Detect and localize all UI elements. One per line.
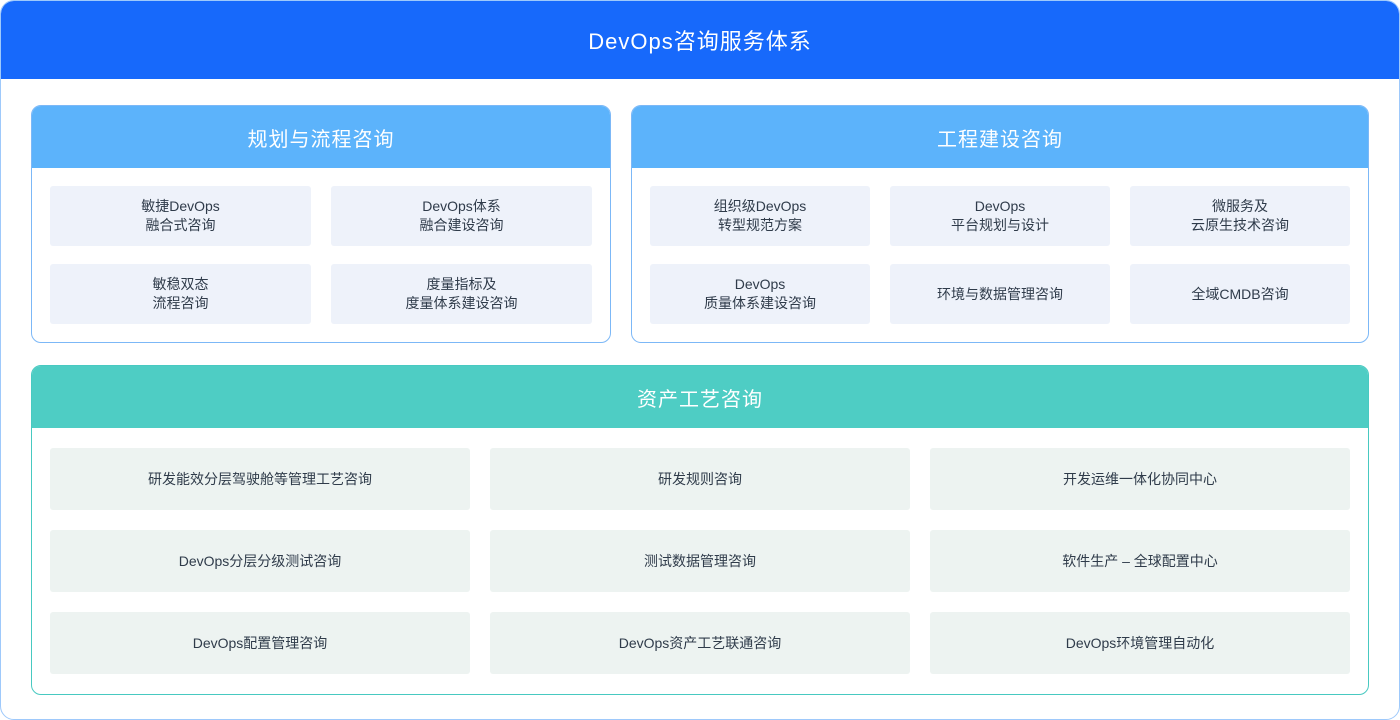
service-tile[interactable]: 研发规则咨询 (490, 448, 910, 510)
service-tile[interactable]: DevOps体系融合建设咨询 (331, 186, 592, 246)
service-tile[interactable]: 开发运维一体化协同中心 (930, 448, 1350, 510)
panel-assets-body: 研发能效分层驾驶舱等管理工艺咨询 研发规则咨询 开发运维一体化协同中心 DevO… (32, 428, 1368, 694)
bottom-panel-row: 资产工艺咨询 研发能效分层驾驶舱等管理工艺咨询 研发规则咨询 开发运维一体化协同… (31, 365, 1369, 695)
tile-line-2: 流程咨询 (152, 295, 209, 311)
service-tile[interactable]: DevOps 质量体系建设咨询 (650, 264, 870, 324)
app-header: DevOps咨询服务体系 (1, 1, 1399, 79)
page-title: DevOps咨询服务体系 (588, 29, 812, 54)
service-tile[interactable]: 敏捷DevOps 融合式咨询 (50, 186, 311, 246)
panel-assets-title: 资产工艺咨询 (637, 388, 763, 411)
tile-line-2: 度量体系建设咨询 (405, 295, 518, 311)
service-tile[interactable]: 微服务及云原生技术咨询 (1130, 186, 1350, 246)
tile-line-1: 开发运维一体化协同中心 (1063, 471, 1217, 487)
tile-line-1: DevOps资产工艺联通咨询 (618, 635, 782, 651)
tile-line-1: DevOps分层分级测试咨询 (178, 553, 342, 569)
tile-line-1: 敏捷DevOps (141, 198, 220, 214)
top-panels-row: 规划与流程咨询 敏捷DevOps 融合式咨询 DevOps体系融合建设咨询 敏稳双… (31, 105, 1369, 343)
panel-engineering-title: 工程建设咨询 (937, 128, 1063, 151)
service-tile[interactable]: DevOps分层分级测试咨询 (50, 530, 470, 592)
tile-line-2: 融合式咨询 (145, 217, 216, 233)
service-tile[interactable]: 测试数据管理咨询 (490, 530, 910, 592)
panel-engineering-header: 工程建设咨询 (632, 106, 1368, 168)
service-tile[interactable]: 组织级DevOps 转型规范方案 (650, 186, 870, 246)
service-tile[interactable]: 软件生产 – 全球配置中心 (930, 530, 1350, 592)
panel-assets: 资产工艺咨询 研发能效分层驾驶舱等管理工艺咨询 研发规则咨询 开发运维一体化协同… (31, 365, 1369, 695)
tile-line-1: 研发规则咨询 (658, 471, 742, 487)
tile-line-1: 测试数据管理咨询 (644, 553, 756, 569)
tile-line-2: 云原生技术咨询 (1191, 217, 1289, 233)
service-tile[interactable]: DevOps资产工艺联通咨询 (490, 612, 910, 674)
tile-line-2: 质量体系建设咨询 (704, 295, 816, 311)
panel-assets-header: 资产工艺咨询 (32, 366, 1368, 428)
panel-planning-title: 规划与流程咨询 (247, 128, 395, 151)
service-tile[interactable]: DevOps配置管理咨询 (50, 612, 470, 674)
service-tile[interactable]: DevOps环境管理自动化 (930, 612, 1350, 674)
panel-engineering-body: 组织级DevOps 转型规范方案 DevOps 平台规划与设计 微服务及云原生技术咨… (632, 168, 1368, 342)
service-tile[interactable]: 全域CMDB咨询 (1130, 264, 1350, 324)
tile-line-2: 平台规划与设计 (951, 217, 1049, 233)
tile-line-1: DevOps (974, 198, 1026, 214)
service-tile[interactable]: 环境与数据管理咨询 (890, 264, 1110, 324)
tile-line-1: 全域CMDB咨询 (1191, 285, 1289, 302)
tile-line-1: DevOps环境管理自动化 (1065, 635, 1215, 651)
tile-line-1: 微服务及 (1212, 198, 1268, 214)
tile-line-1: 敏稳双态 (152, 276, 209, 292)
panel-planning: 规划与流程咨询 敏捷DevOps 融合式咨询 DevOps体系融合建设咨询 敏稳双… (31, 105, 611, 343)
tile-line-2: 转型规范方案 (717, 217, 802, 233)
tile-line-1: DevOps体系 (422, 198, 501, 214)
tile-line-1: 度量指标及 (426, 276, 497, 292)
panel-planning-body: 敏捷DevOps 融合式咨询 DevOps体系融合建设咨询 敏稳双态流程咨询 度量… (32, 168, 610, 342)
tile-line-1: 研发能效分层驾驶舱等管理工艺咨询 (148, 471, 372, 487)
content-area: 规划与流程咨询 敏捷DevOps 融合式咨询 DevOps体系融合建设咨询 敏稳双… (1, 79, 1399, 695)
panel-engineering: 工程建设咨询 组织级DevOps 转型规范方案 DevOps 平台规划与设计 微服务… (631, 105, 1369, 343)
tile-line-1: 组织级DevOps (713, 198, 807, 214)
tile-line-2: 融合建设咨询 (419, 217, 504, 233)
service-tile[interactable]: DevOps 平台规划与设计 (890, 186, 1110, 246)
tile-line-1: DevOps配置管理咨询 (192, 635, 328, 651)
service-tile[interactable]: 敏稳双态流程咨询 (50, 264, 311, 324)
panel-planning-header: 规划与流程咨询 (32, 106, 610, 168)
service-tile[interactable]: 研发能效分层驾驶舱等管理工艺咨询 (50, 448, 470, 510)
tile-line-1: DevOps (734, 276, 786, 292)
tile-line-1: 软件生产 – 全球配置中心 (1062, 553, 1218, 569)
service-tile[interactable]: 度量指标及度量体系建设咨询 (331, 264, 592, 324)
tile-line-1: 环境与数据管理咨询 (937, 285, 1063, 302)
